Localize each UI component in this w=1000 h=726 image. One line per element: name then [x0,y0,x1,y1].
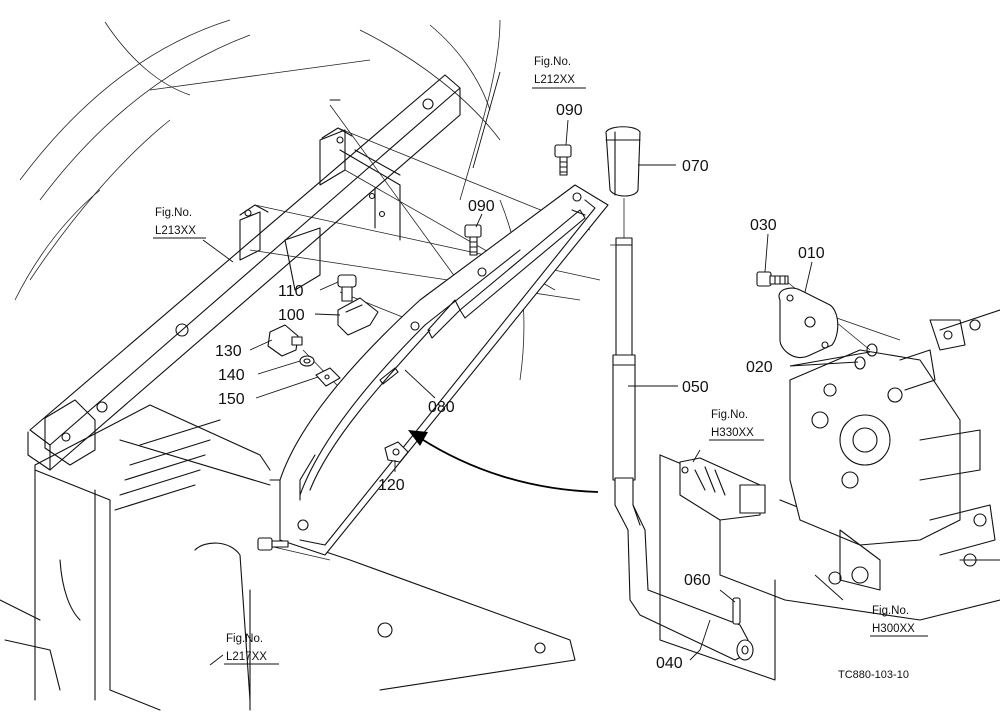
spring-pin-060 [732,597,741,625]
part-label-010: 010 [798,245,825,262]
cover-plate-010 [778,287,839,358]
part-label-150: 150 [218,391,245,408]
lever-040 [614,477,754,661]
part-label-100: 100 [278,307,305,324]
part-label-090-middle: 090 [468,198,495,215]
part-label-030: 030 [750,217,777,234]
part-label-050: 050 [682,379,709,396]
part-label-020: 020 [746,359,773,376]
o-rings-020 [854,343,878,370]
part-label-080: 080 [428,399,455,416]
leader-lines [202,71,871,666]
valve-body [659,309,1000,681]
bolt-090-middle [464,224,482,256]
svg-text:Fig.No.: Fig.No. [534,56,571,68]
plate-150 [315,367,341,387]
svg-text:L217XX: L217XX [226,651,267,663]
svg-text:Fig.No.: Fig.No. [872,605,909,617]
nut-120 [384,441,409,463]
part-label-110: 110 [278,283,304,300]
part-label-120: 120 [378,477,405,494]
mounting-plates [239,99,401,291]
part-label-140: 140 [218,367,245,384]
spool-assembly [679,457,766,521]
svg-text:L213XX: L213XX [155,225,196,237]
bolt-030 [756,271,789,287]
floor-panel [0,404,576,711]
washer-140 [299,355,315,367]
part-label-090-upper: 090 [556,102,583,119]
fig-ref-h300: Fig.No. H300XX [870,605,928,637]
part-label-060: 060 [684,572,711,589]
svg-text:H300XX: H300XX [872,623,915,635]
fig-ref-h330: Fig.No. H330XX [709,409,764,441]
fig-ref-l212: Fig.No. L212XX [532,56,586,89]
fig-ref-l217: Fig.No. L217XX [224,633,279,665]
bolt-110 [337,274,357,302]
bolt-lower-left [257,537,289,551]
knob-130 [267,324,303,357]
part-label-040: 040 [656,655,683,672]
sleeve-050 [612,354,636,481]
svg-text:H330XX: H330XX [711,427,754,439]
svg-text:Fig.No.: Fig.No. [155,207,192,219]
svg-text:L212XX: L212XX [534,74,575,86]
bolt-090-upper [554,144,572,176]
fig-ref-l213: Fig.No. L213XX [153,207,206,239]
quadrant-plate-080 [279,184,609,556]
guide-100 [337,297,379,336]
drawing-code: TC880-103-10 [838,669,909,681]
part-label-130: 130 [215,343,242,360]
knob-grip-070 [605,126,641,197]
assembly-arrow [408,430,599,493]
fender-panel-outline [14,19,525,381]
svg-text:Fig.No.: Fig.No. [226,633,263,645]
part-label-070: 070 [682,158,709,175]
svg-text:Fig.No.: Fig.No. [711,409,748,421]
